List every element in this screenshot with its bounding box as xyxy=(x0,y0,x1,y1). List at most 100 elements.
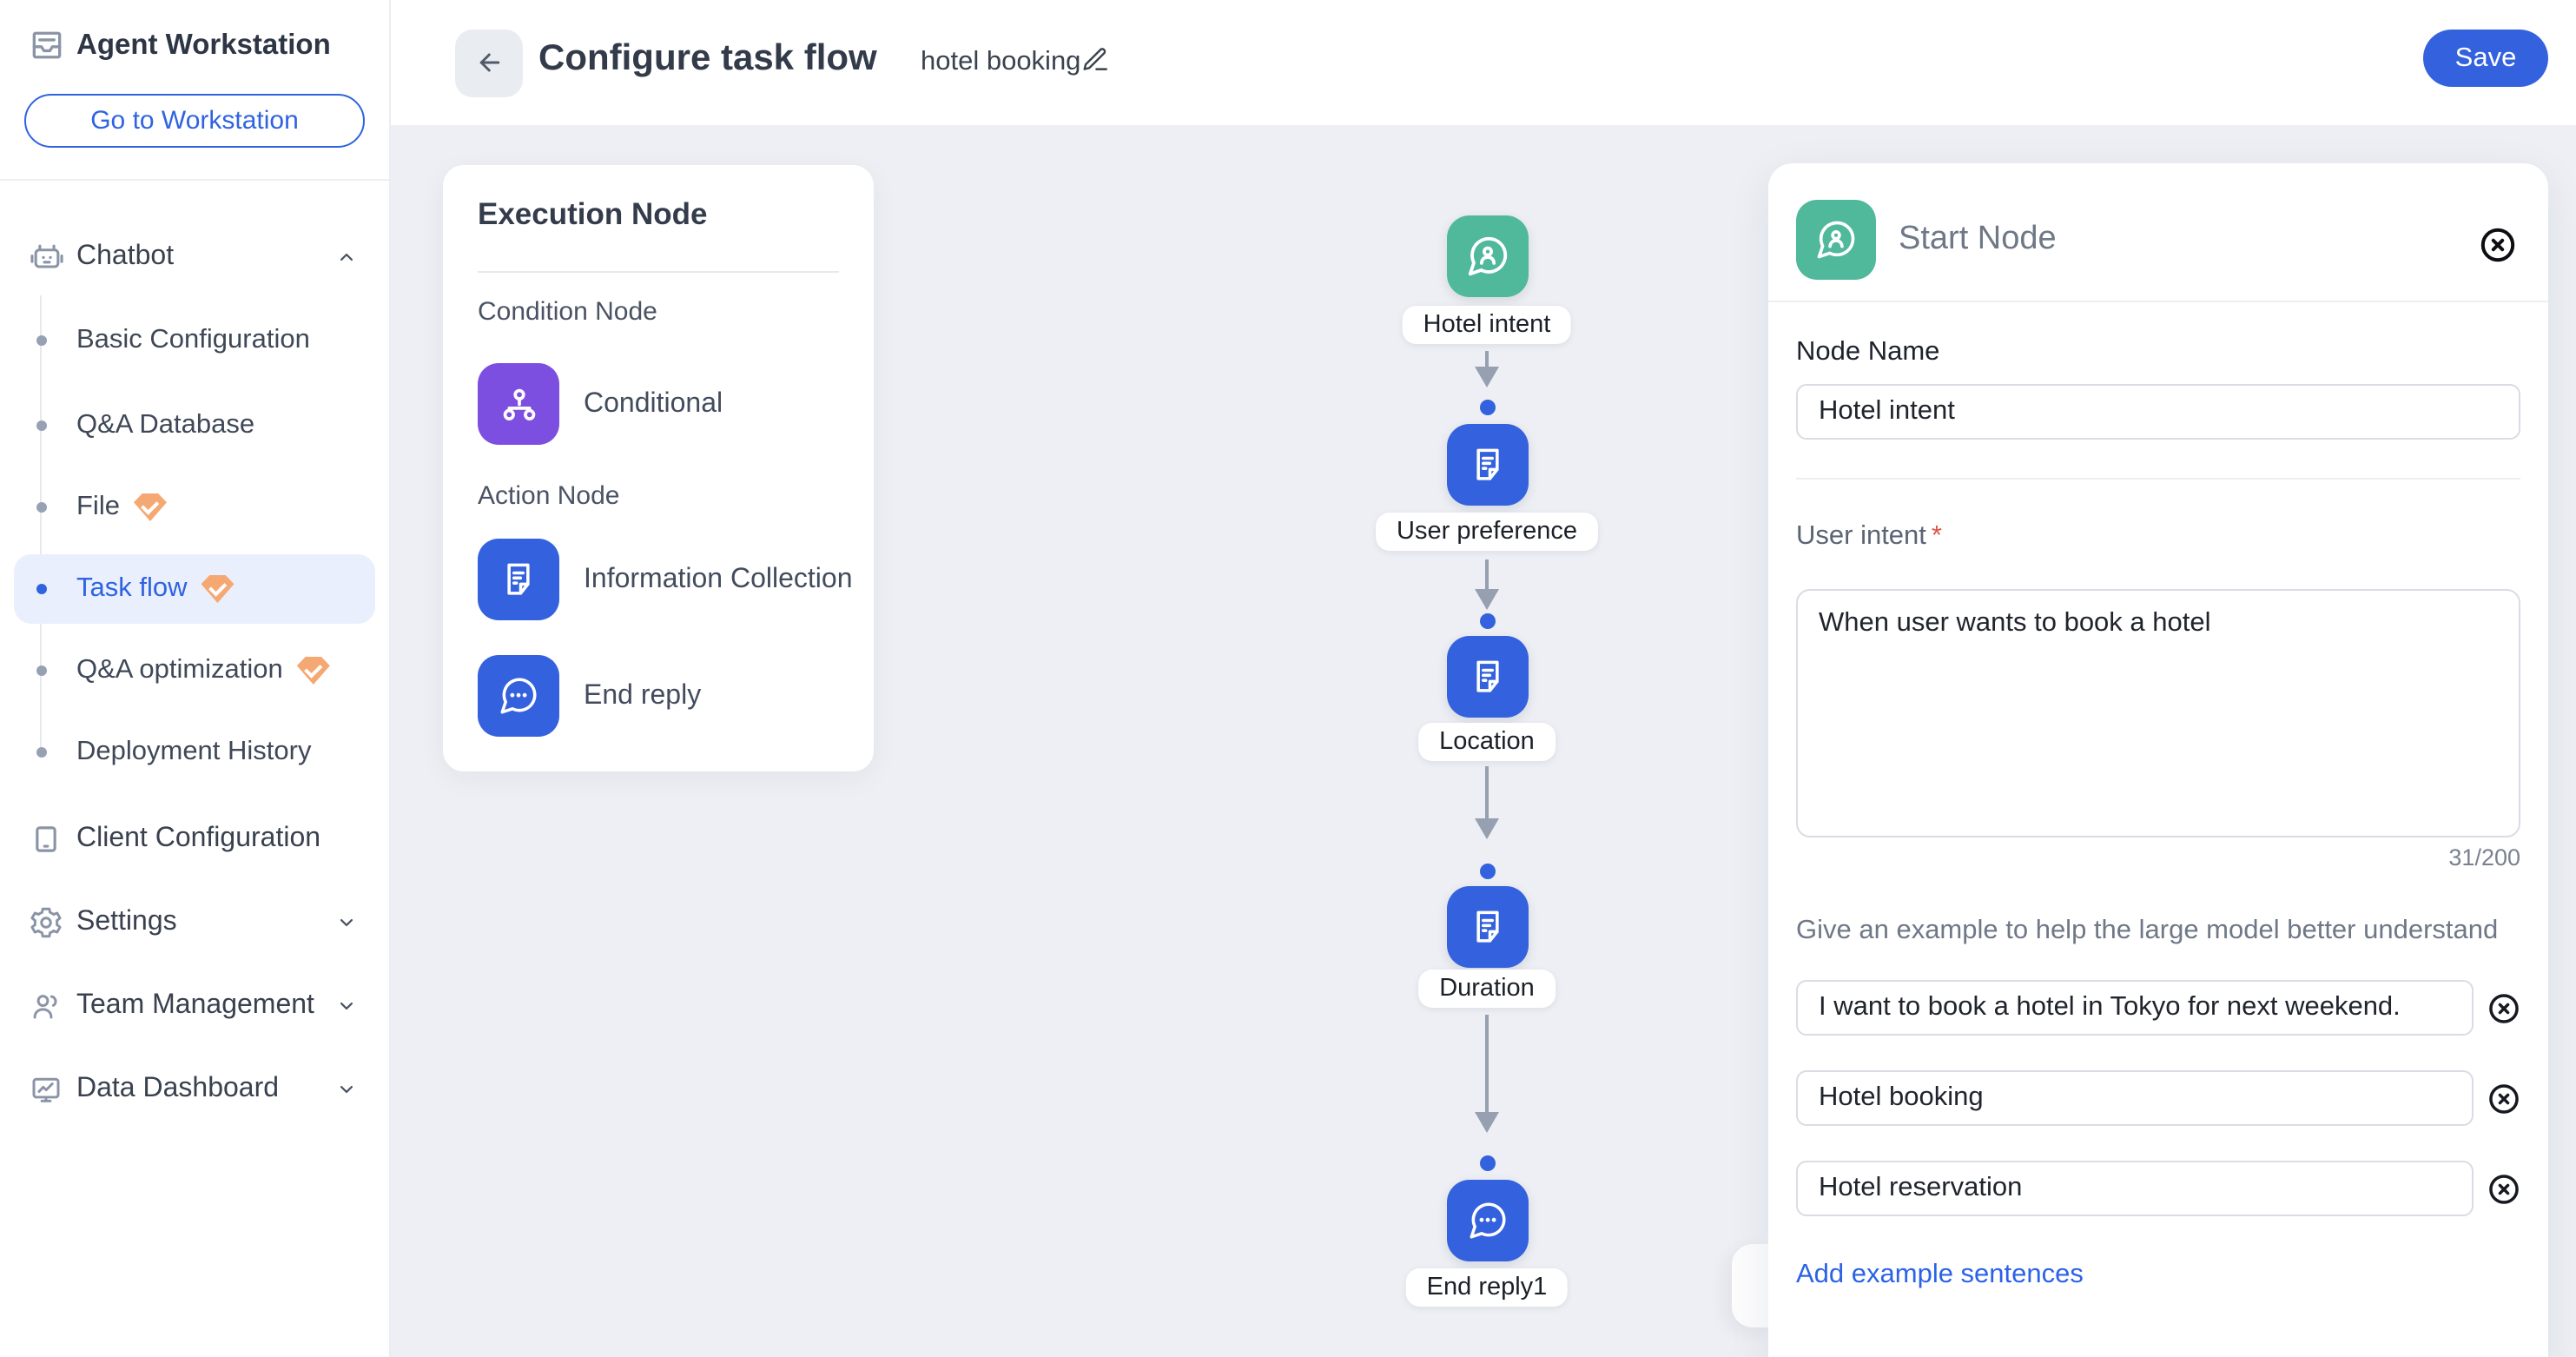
sidebar-item-chatbot[interactable]: Chatbot xyxy=(0,222,389,292)
start-node-panel: Start Node Node Name User intent* When u… xyxy=(1768,163,2548,1357)
flow-node-label: Duration xyxy=(1418,970,1556,1008)
palette-item-information-collection[interactable] xyxy=(478,539,559,620)
flow-node-label: Location xyxy=(1418,723,1556,761)
document-icon xyxy=(1465,905,1509,949)
remove-example-icon[interactable] xyxy=(2486,1081,2522,1117)
example-sentence-input[interactable] xyxy=(1796,1161,2474,1216)
gem-icon xyxy=(133,493,167,521)
panel-title: Start Node xyxy=(1899,221,2057,257)
close-icon[interactable] xyxy=(2477,224,2519,266)
flow-node-label: User preference xyxy=(1376,513,1598,551)
required-mark: * xyxy=(1931,521,1942,551)
flow-edge xyxy=(1484,559,1489,589)
sidebar-item-settings[interactable]: Settings xyxy=(0,888,389,957)
flow-connection-dot xyxy=(1479,613,1495,629)
palette-item-label: Information Collection xyxy=(584,565,853,594)
gem-icon xyxy=(296,657,330,685)
selected-highlight xyxy=(14,554,375,624)
panel-divider xyxy=(1768,301,2548,302)
palette-item-label: End reply xyxy=(584,681,702,711)
save-button[interactable]: Save xyxy=(2423,30,2548,87)
flow-connection-dot xyxy=(1479,1155,1495,1170)
flow-edge xyxy=(1484,1015,1489,1112)
tablet-icon xyxy=(28,821,64,857)
gem-icon xyxy=(201,575,234,603)
flow-name: hotel booking xyxy=(921,47,1081,76)
palette-title: Execution Node xyxy=(478,196,708,231)
back-button[interactable] xyxy=(455,29,523,96)
panel-collapse-handle[interactable] xyxy=(1732,1244,1773,1327)
sidebar-item-data-dashboard[interactable]: Data Dashboard xyxy=(0,1055,389,1124)
remove-example-icon[interactable] xyxy=(2486,990,2522,1027)
condition-node-heading: Condition Node xyxy=(478,297,657,327)
palette-item-end-reply[interactable] xyxy=(478,655,559,737)
chevron-down-icon xyxy=(335,1078,358,1101)
sidebar-item-label: Data Dashboard xyxy=(76,1074,280,1103)
panel-divider xyxy=(1796,478,2520,480)
flow-node-hotel-intent[interactable] xyxy=(1446,215,1528,297)
sidebar-item-client-configuration[interactable]: Client Configuration xyxy=(0,804,389,874)
go-to-workstation-button[interactable]: Go to Workstation xyxy=(24,94,365,148)
chat-ellipsis-icon xyxy=(497,674,540,718)
sidebar-item-label: Basic Configuration xyxy=(76,325,310,354)
sidebar-item-qa-optimization[interactable]: Q&A optimization xyxy=(0,636,389,705)
sidebar-divider xyxy=(0,179,389,181)
monitor-chart-icon xyxy=(28,1071,64,1108)
users-icon xyxy=(28,988,64,1024)
flow-node-end-reply1[interactable] xyxy=(1446,1180,1528,1261)
flow-node-location[interactable] xyxy=(1446,636,1528,718)
flow-node-user-preference[interactable] xyxy=(1446,424,1528,506)
execution-node-palette: Execution Node Condition Node Conditiona… xyxy=(443,165,874,771)
bullet-icon xyxy=(36,335,46,346)
document-icon xyxy=(1465,443,1509,487)
palette-item-conditional[interactable] xyxy=(478,363,559,445)
sitemap-icon xyxy=(496,381,541,427)
user-intent-label: User intent* xyxy=(1796,521,1942,551)
flow-edge-arrowhead xyxy=(1475,367,1499,387)
tree-guide-line xyxy=(39,295,43,752)
sidebar-item-team-management[interactable]: Team Management xyxy=(0,971,389,1041)
sidebar-item-label: Task flow xyxy=(76,573,188,603)
remove-example-icon[interactable] xyxy=(2486,1171,2522,1208)
sidebar-item-basic-configuration[interactable]: Basic Configuration xyxy=(0,306,389,375)
pencil-icon[interactable] xyxy=(1080,45,1110,75)
chat-person-icon xyxy=(1796,200,1876,280)
app-title: Agent Workstation xyxy=(76,30,331,61)
flow-node-duration[interactable] xyxy=(1446,886,1528,968)
sidebar-item-label: Chatbot xyxy=(76,242,175,271)
sidebar-item-label: Settings xyxy=(76,907,177,937)
bullet-icon xyxy=(36,584,46,594)
chat-person-icon xyxy=(1463,233,1510,280)
bullet-icon xyxy=(36,420,46,431)
sidebar-item-task-flow[interactable]: Task flow xyxy=(0,554,389,624)
flow-edge-arrowhead xyxy=(1475,818,1499,839)
chevron-up-icon xyxy=(335,246,358,268)
bullet-icon xyxy=(36,665,46,676)
sidebar: Agent Workstation Go to Workstation Chat… xyxy=(0,0,391,1357)
topbar: Configure task flow hotel booking Save xyxy=(389,0,2576,127)
node-name-input[interactable] xyxy=(1796,384,2520,440)
flow-connection-dot xyxy=(1479,399,1495,414)
arrow-left-icon xyxy=(473,47,505,78)
gear-icon xyxy=(28,904,64,941)
flow-node-label: End reply1 xyxy=(1405,1268,1569,1307)
flow-edge-arrowhead xyxy=(1475,589,1499,610)
example-sentence-input[interactable] xyxy=(1796,980,2474,1036)
sidebar-item-deployment-history[interactable]: Deployment History xyxy=(0,718,389,787)
sidebar-item-file[interactable]: File xyxy=(0,473,389,542)
chevron-down-icon xyxy=(335,995,358,1017)
examples-hint: Give an example to help the large model … xyxy=(1796,916,2499,945)
chat-ellipsis-icon xyxy=(1465,1199,1509,1242)
palette-item-label: Conditional xyxy=(584,389,723,419)
sidebar-item-qa-database[interactable]: Q&A Database xyxy=(0,391,389,460)
user-intent-textarea[interactable]: When user wants to book a hotel xyxy=(1796,589,2520,837)
page-title: Configure task flow xyxy=(538,38,877,78)
flow-canvas[interactable]: Execution Node Condition Node Conditiona… xyxy=(389,125,2576,1357)
flow-node-label: Hotel intent xyxy=(1402,306,1572,344)
sidebar-item-label: Q&A Database xyxy=(76,410,255,440)
example-sentence-input[interactable] xyxy=(1796,1070,2474,1126)
bullet-icon xyxy=(36,747,46,758)
robot-icon xyxy=(28,238,66,276)
add-example-sentences-link[interactable]: Add example sentences xyxy=(1796,1260,2084,1289)
sidebar-item-label: Q&A optimization xyxy=(76,655,283,685)
